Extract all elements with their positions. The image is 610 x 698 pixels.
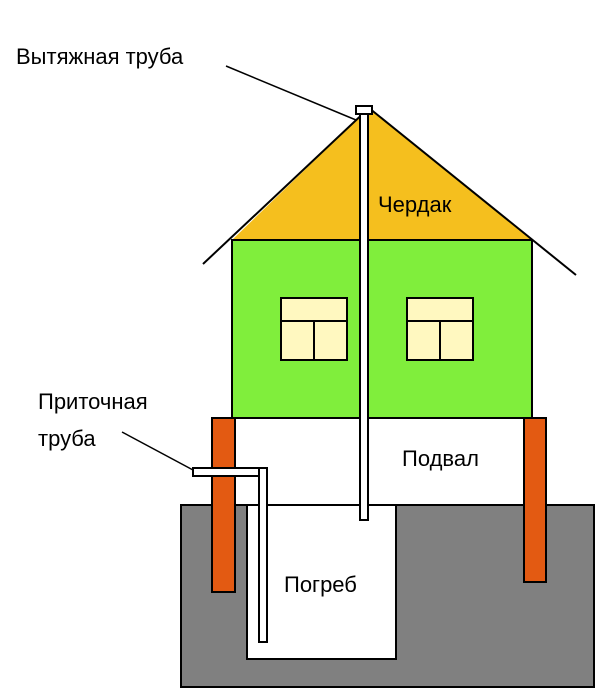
- window-right: [406, 297, 474, 361]
- left-post: [211, 417, 236, 593]
- roof: [232, 108, 532, 240]
- attic-label: Чердак: [378, 192, 452, 217]
- cellar-label: Погреб: [284, 572, 357, 597]
- roof-eave-line: [368, 107, 577, 276]
- exhaust-pipe-pointer: [225, 65, 357, 121]
- right-post: [523, 417, 547, 583]
- supply-pipe-pointer: [121, 431, 194, 471]
- supply-pipe: [192, 467, 268, 643]
- exhaust-pipe-label: Вытяжная труба: [16, 44, 184, 69]
- exhaust-pipe: [355, 105, 373, 521]
- cellar: [246, 504, 397, 660]
- house-walls: [231, 239, 533, 419]
- roof-eave-line: [202, 107, 370, 265]
- supply-pipe-label-line1: Приточная: [38, 389, 148, 414]
- basement-label: Подвал: [402, 446, 479, 471]
- window-left: [280, 297, 348, 361]
- supply-pipe-label-line2: труба: [38, 426, 96, 451]
